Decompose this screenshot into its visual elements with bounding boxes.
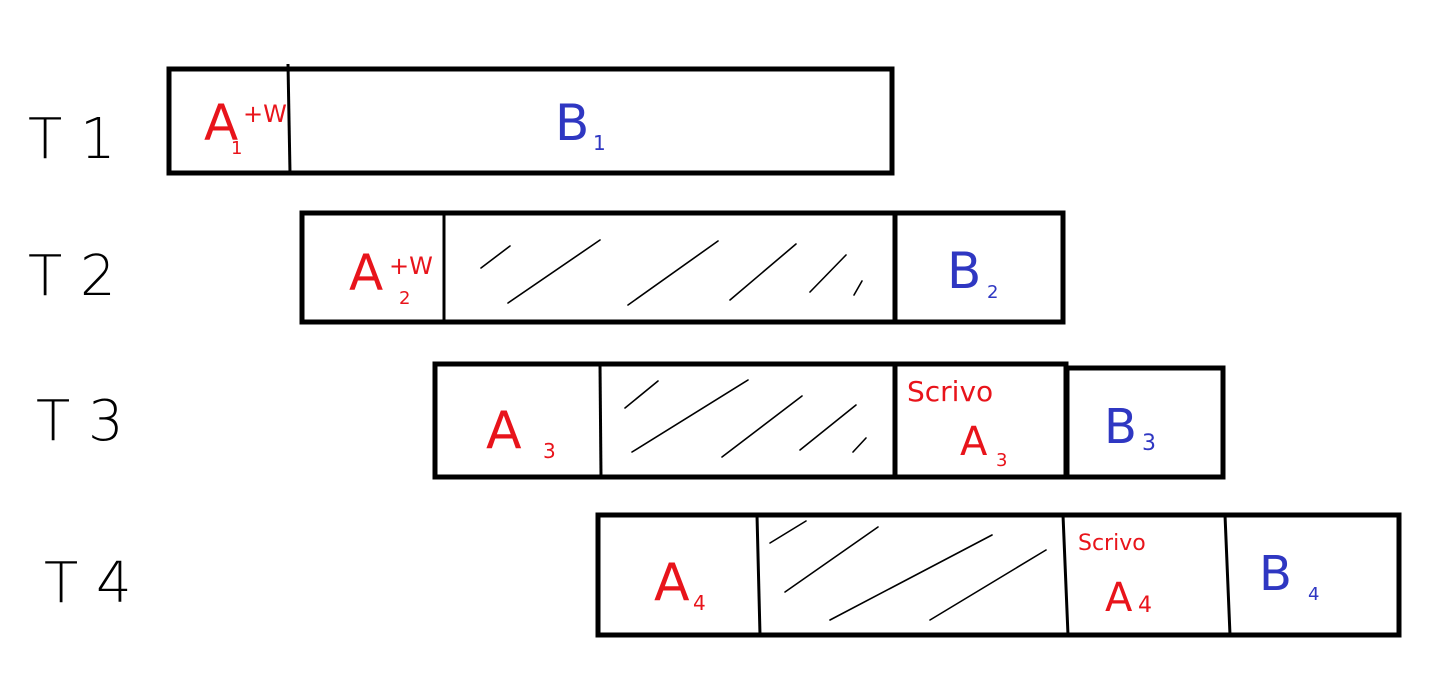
hatch-line	[627, 240, 719, 306]
row-t4: A 4 Scrivo A 4 B 4	[595, 512, 1402, 638]
hatch-line	[631, 379, 749, 453]
segment-sub: 4	[1308, 584, 1319, 605]
row-t4-segment-hatched	[769, 520, 1047, 621]
segment-sup: +W	[243, 100, 287, 128]
segment-main: A	[1105, 575, 1133, 621]
segment-main: A	[486, 401, 522, 461]
row-t3-divider-1	[598, 363, 603, 478]
segment-sub: 1	[593, 131, 606, 155]
row-t4-segment-write: Scrivo A 4	[1078, 531, 1152, 621]
hatch-line	[829, 534, 993, 621]
row-t3-box-b	[1064, 365, 1226, 480]
row-t3-segment-hatched	[624, 379, 867, 458]
segment-sub: 2	[399, 288, 410, 309]
segment-sub: 2	[987, 282, 998, 303]
segment-main: A	[349, 244, 383, 302]
row-t2-segment-b: B 2	[947, 242, 998, 303]
segment-main: A	[654, 553, 690, 613]
segment-main: A	[204, 94, 238, 152]
hatch-line	[721, 395, 803, 458]
row-label-t2: T 2	[28, 244, 116, 309]
row-t2-segment-a: A +W 2	[349, 244, 433, 309]
row-t1-divider	[286, 63, 292, 174]
row-t4-box	[595, 512, 1402, 638]
row-t2-box	[299, 210, 1066, 325]
hatch-line	[784, 526, 879, 593]
hatch-line	[507, 239, 601, 304]
segment-sub: 1	[231, 138, 242, 159]
row-t1-segment-a: A +W 1	[204, 94, 287, 159]
row-t3: A 3 Scrivo A 3 B 3	[432, 361, 1226, 480]
segment-main: B	[1104, 399, 1137, 455]
hatch-line	[929, 549, 1047, 621]
segment-top: Scrivo	[1078, 531, 1146, 556]
row-t4-segment-b: B 4	[1259, 546, 1319, 605]
row-label-t1: T 1	[28, 107, 116, 172]
segment-top: Scrivo	[907, 375, 993, 408]
segment-sub: 3	[996, 450, 1007, 471]
row-t3-segment-write: Scrivo A 3	[907, 375, 1007, 471]
segment-main: B	[947, 242, 981, 300]
row-t1: A +W 1 B 1	[166, 63, 895, 176]
row-t4-segment-a: A 4	[654, 553, 706, 615]
row-label-t4: T 4	[44, 551, 132, 616]
row-label-t3: T 3	[36, 389, 124, 454]
row-t1-box	[166, 66, 895, 176]
hatch-line	[852, 437, 867, 453]
segment-sub: 3	[1142, 431, 1156, 456]
segment-main: B	[555, 94, 589, 152]
row-t4-divider-3	[1223, 514, 1232, 636]
row-t4-divider-2	[1061, 514, 1070, 636]
segment-sub: 4	[693, 591, 706, 615]
row-t2-segment-hatched	[480, 239, 863, 306]
hatch-line	[809, 254, 847, 293]
segment-sub: 4	[1138, 593, 1152, 618]
row-t2: A +W 2 B 2	[299, 210, 1066, 325]
hatch-line	[853, 280, 863, 296]
row-t1-segment-b: B 1	[555, 94, 606, 155]
hatch-line	[624, 380, 659, 409]
row-t3-segment-b: B 3	[1104, 399, 1156, 456]
row-t4-divider-1	[755, 514, 762, 636]
hatch-line	[799, 404, 857, 451]
segment-main: A	[960, 419, 988, 465]
segment-sup: +W	[389, 252, 433, 280]
segment-main: B	[1259, 546, 1292, 602]
hatch-line	[729, 243, 797, 301]
segment-sub: 3	[543, 439, 556, 463]
row-t3-segment-a: A 3	[486, 401, 556, 463]
hatch-line	[769, 520, 807, 544]
hatch-line	[480, 245, 511, 269]
